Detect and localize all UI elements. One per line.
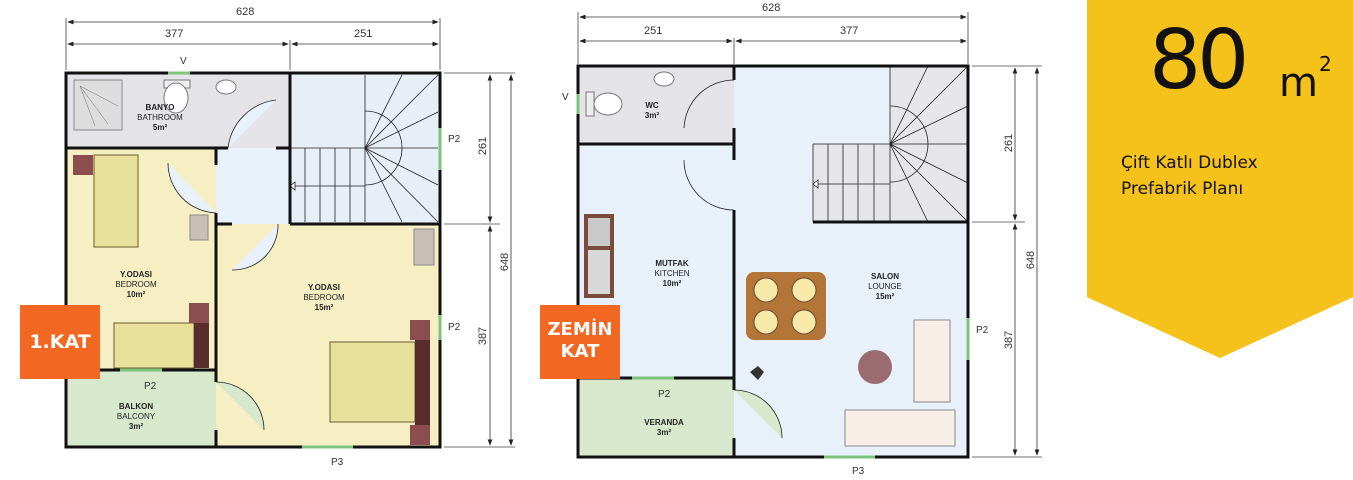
dim-top-height: 261 — [477, 136, 490, 156]
dim-top-height: 261 — [1003, 133, 1016, 153]
area-exponent: 2 — [1319, 52, 1332, 76]
window-p2-label: P2 — [976, 325, 989, 336]
dim-right-width: 377 — [840, 25, 859, 37]
window-p2-label: P2 — [144, 381, 157, 392]
window-p2-label: P2 — [658, 389, 671, 400]
area-number: 80 — [1149, 13, 1249, 108]
window-p2-label: P2 — [448, 322, 461, 333]
dim-total-width: 628 — [236, 6, 255, 18]
window-v-label: V — [562, 92, 569, 103]
dim-total-width: 628 — [762, 2, 781, 14]
window-p2-label: P2 — [448, 134, 461, 145]
area-badge: 80 m 2 Çift Katlı Dublex Prefabrik Planı — [1087, 0, 1353, 358]
dim-bottom-height: 387 — [1003, 330, 1016, 350]
window-v-label: V — [180, 56, 187, 67]
first-floor-plan: 628 377 251 261 387 648 V P2 P2 P2 P3 BA… — [0, 0, 540, 480]
dim-bottom-height: 387 — [477, 326, 490, 346]
dim-right-width: 251 — [354, 28, 373, 40]
dim-total-height: 648 — [1025, 250, 1038, 270]
ground-floor-drawing — [576, 12, 1042, 459]
badge-subtitle: Çift Katlı Dublex Prefabrik Planı — [1121, 153, 1258, 199]
dim-total-height: 648 — [499, 252, 512, 272]
window-p3-label: P3 — [331, 457, 344, 468]
floor-tag-first: 1.KAT — [20, 305, 100, 379]
dim-left-width: 377 — [165, 28, 184, 40]
floor-tag-ground: ZEMİN KAT — [540, 305, 620, 379]
area-unit: m — [1279, 60, 1318, 106]
first-floor-drawing — [64, 18, 515, 449]
window-p3-label: P3 — [852, 466, 865, 477]
dim-left-width: 251 — [644, 25, 663, 37]
